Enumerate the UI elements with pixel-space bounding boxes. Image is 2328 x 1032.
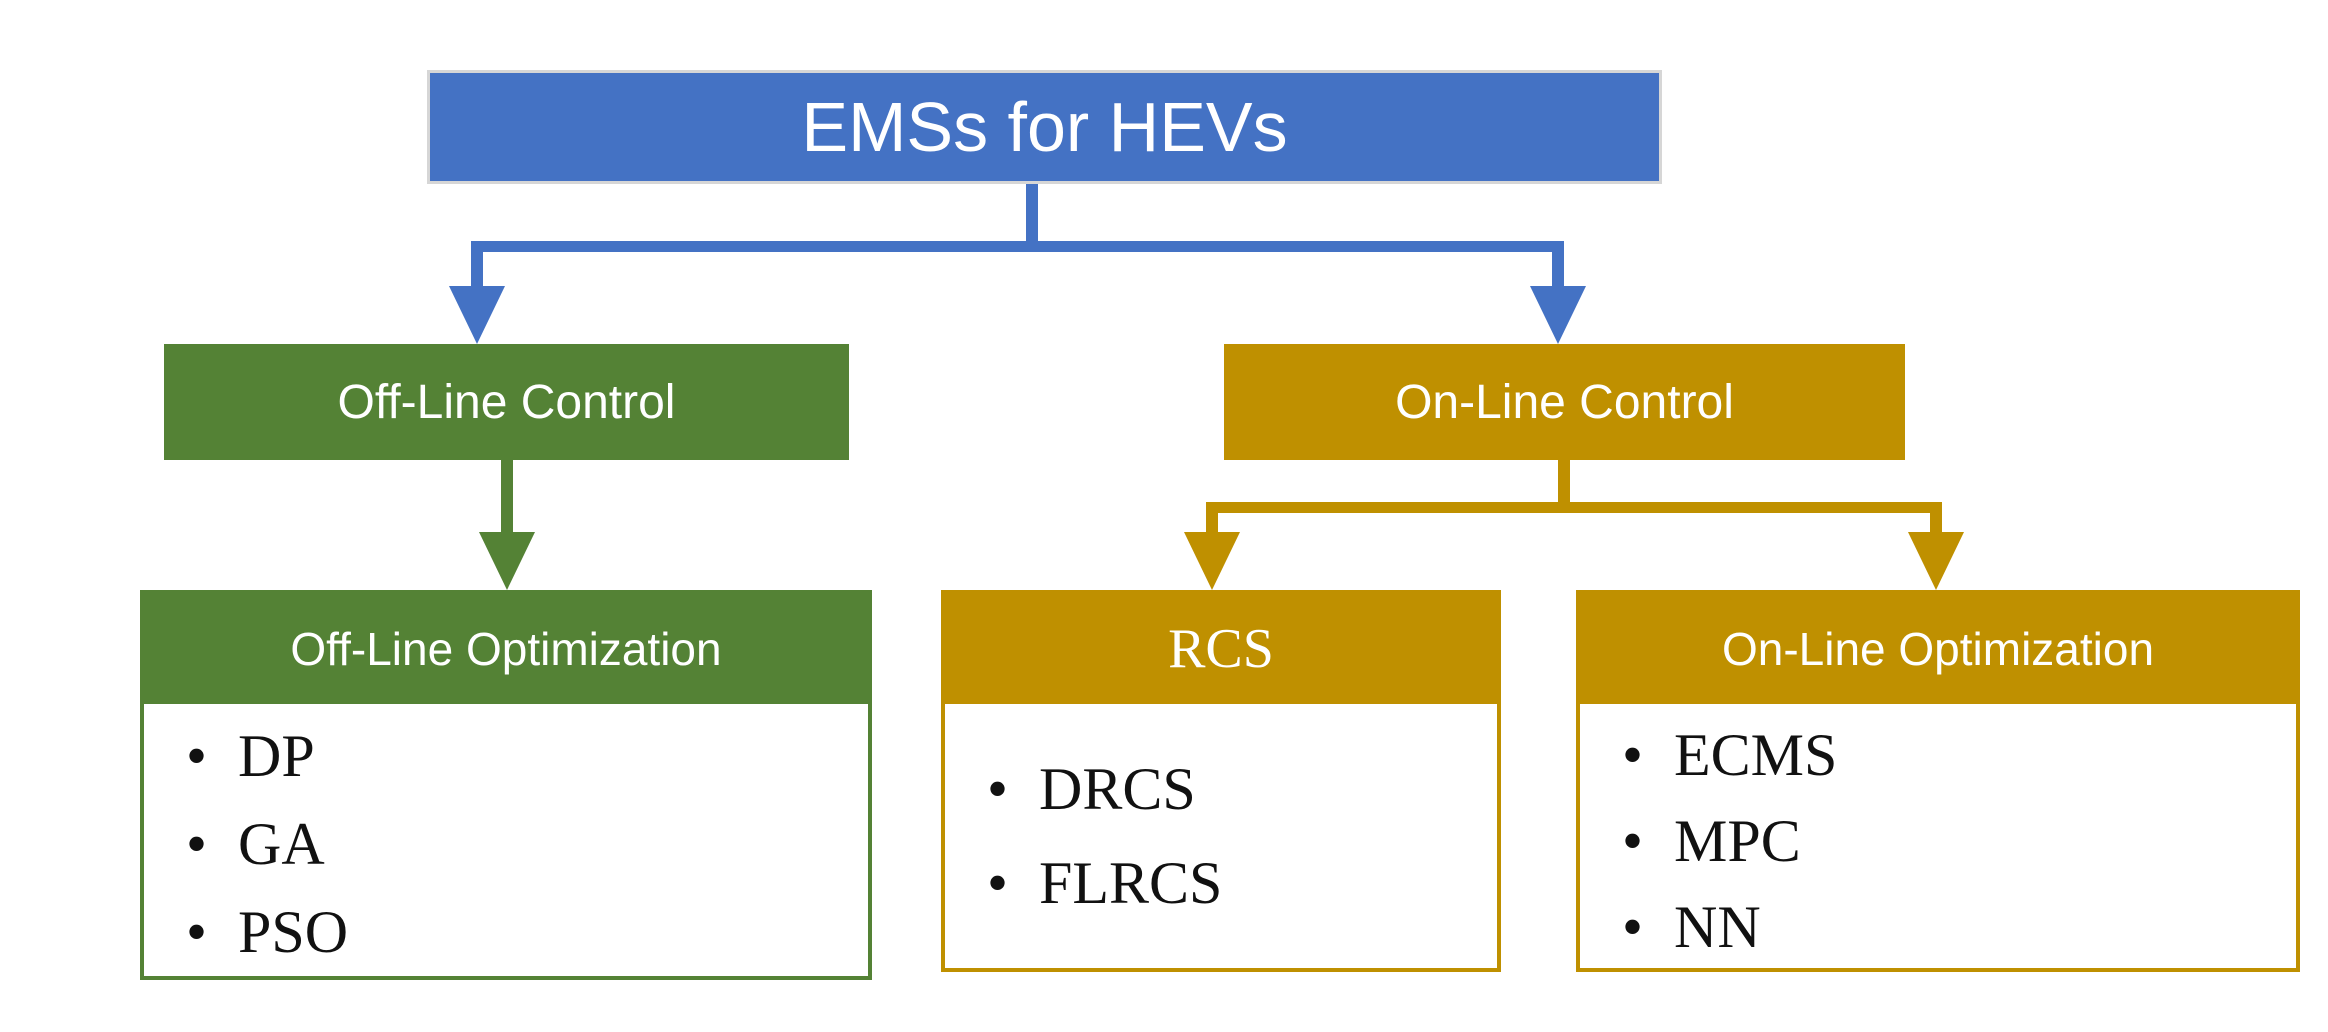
arrowhead-down-icon xyxy=(1530,286,1586,344)
list-item: PSO xyxy=(174,888,868,976)
online-optimization-list: ECMS MPC NN xyxy=(1580,704,2296,970)
online-connector-left-drop xyxy=(1206,502,1218,534)
root-connector-right-drop xyxy=(1552,241,1564,289)
node-online-control: On-Line Control xyxy=(1224,344,1905,460)
root-connector-stem xyxy=(1026,184,1038,241)
panel-offline-optimization-title: Off-Line Optimization xyxy=(144,594,868,704)
arrowhead-down-icon xyxy=(449,286,505,344)
list-item: DP xyxy=(174,712,868,800)
panel-online-optimization: On-Line Optimization ECMS MPC NN xyxy=(1576,590,2300,972)
panel-rcs-title: RCS xyxy=(945,594,1497,704)
panel-offline-optimization: Off-Line Optimization DP GA PSO xyxy=(140,590,872,980)
list-item: ECMS xyxy=(1610,712,2296,798)
panel-online-optimization-body: ECMS MPC NN xyxy=(1580,704,2296,970)
arrowhead-down-icon xyxy=(1184,532,1240,590)
list-item: DRCS xyxy=(975,742,1497,836)
root-node-label: EMSs for HEVs xyxy=(801,88,1288,166)
arrowhead-down-icon xyxy=(1908,532,1964,590)
offline-connector-stem xyxy=(501,460,513,534)
online-connector-right-drop xyxy=(1930,502,1942,534)
rcs-list: DRCS FLRCS xyxy=(945,742,1497,930)
node-offline-control: Off-Line Control xyxy=(164,344,849,460)
online-connector-crossbar xyxy=(1206,502,1942,513)
arrowhead-down-icon xyxy=(479,532,535,590)
panel-offline-optimization-body: DP GA PSO xyxy=(144,704,868,976)
panel-rcs: RCS DRCS FLRCS xyxy=(941,590,1501,972)
list-item: GA xyxy=(174,800,868,888)
root-connector-left-drop xyxy=(471,241,483,289)
node-offline-control-label: Off-Line Control xyxy=(337,375,676,429)
root-node-emss-for-hevs: EMSs for HEVs xyxy=(427,70,1662,184)
root-connector-crossbar xyxy=(471,241,1564,252)
node-online-control-label: On-Line Control xyxy=(1395,375,1734,429)
panel-rcs-body: DRCS FLRCS xyxy=(945,704,1497,968)
list-item: FLRCS xyxy=(975,836,1497,930)
panel-online-optimization-title: On-Line Optimization xyxy=(1580,594,2296,704)
list-item: MPC xyxy=(1610,798,2296,884)
online-connector-stem xyxy=(1558,460,1570,506)
list-item: NN xyxy=(1610,884,2296,970)
offline-optimization-list: DP GA PSO xyxy=(144,704,868,976)
